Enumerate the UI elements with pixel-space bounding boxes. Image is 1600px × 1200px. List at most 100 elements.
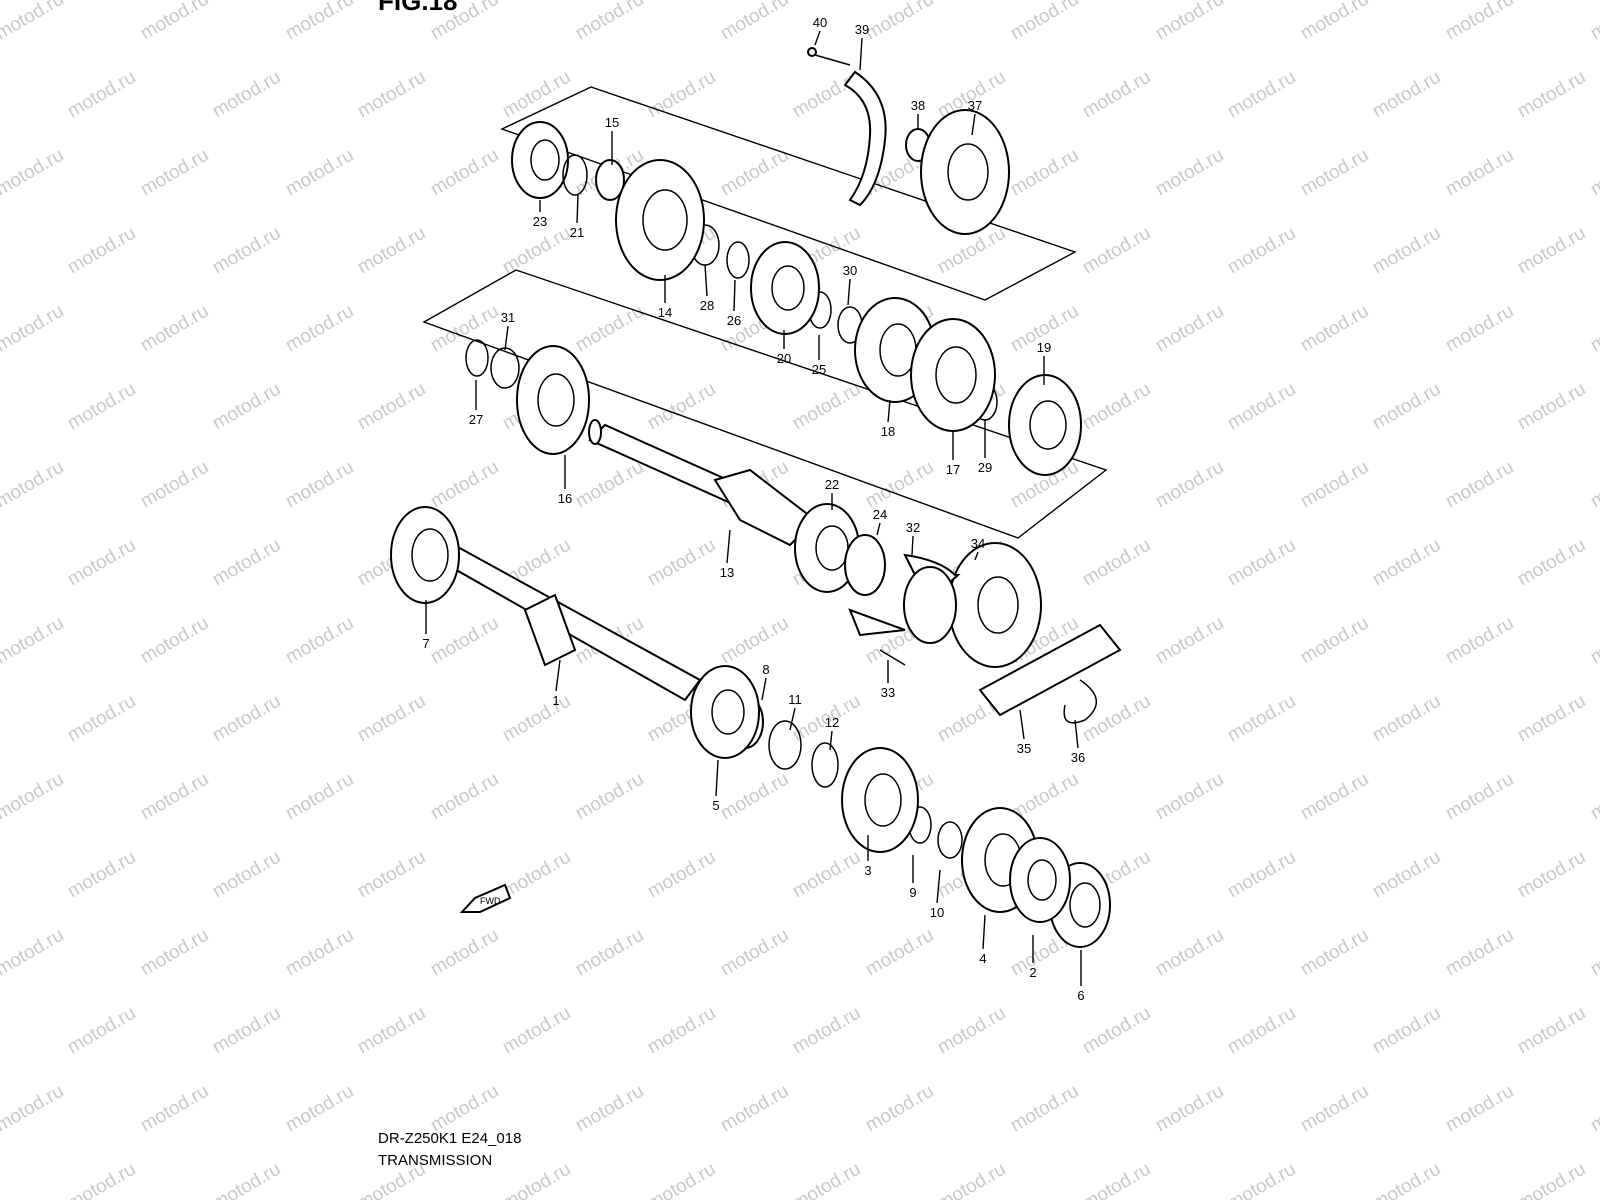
- callout-number: 16: [558, 491, 572, 506]
- callout-number: 8: [762, 662, 769, 677]
- watermark: motod.ru: [1152, 1081, 1227, 1137]
- watermark: motod.ru: [934, 1159, 1009, 1200]
- callout-number: 6: [1077, 988, 1084, 1003]
- watermark: motod.ru: [862, 0, 937, 44]
- watermark: motod.ru: [1079, 535, 1154, 591]
- watermark: motod.ru: [64, 67, 139, 123]
- callout-number: 14: [658, 305, 672, 320]
- watermark: motod.ru: [1007, 0, 1082, 44]
- callout-number: 37: [968, 98, 982, 113]
- callout-number: 40: [813, 15, 827, 30]
- driveshaft: [428, 533, 702, 702]
- watermark: motod.ru: [64, 223, 139, 279]
- model-code: DR-Z250K1 E24_018: [378, 1130, 521, 1147]
- callout-leader-line: [859, 37, 863, 71]
- watermark: motod.ru: [137, 925, 212, 981]
- callout-number: 13: [720, 565, 734, 580]
- watermark: motod.ru: [64, 691, 139, 747]
- watermark: motod.ru: [1152, 769, 1227, 825]
- watermark: motod.ru: [1297, 1081, 1372, 1137]
- watermark: motod.ru: [1442, 1081, 1517, 1137]
- watermark: motod.ru: [354, 1003, 429, 1059]
- watermark: motod.ru: [209, 67, 284, 123]
- watermark: motod.ru: [572, 0, 647, 44]
- watermark: motod.ru: [1514, 691, 1589, 747]
- watermark: motod.ru: [0, 769, 67, 825]
- callout-number: 10: [930, 905, 944, 920]
- watermark: motod.ru: [1514, 1003, 1589, 1059]
- watermark: motod.ru: [64, 1003, 139, 1059]
- callout-number: 12: [825, 715, 839, 730]
- watermark: motod.ru: [1514, 535, 1589, 591]
- watermark: motod.ru: [0, 301, 67, 357]
- callout-number: 19: [1037, 340, 1051, 355]
- watermark: motod.ru: [1152, 925, 1227, 981]
- watermark: motod.ru: [1587, 1081, 1600, 1137]
- watermark: motod.ru: [282, 0, 357, 44]
- watermark: motod.ru: [572, 1081, 647, 1137]
- watermark: motod.ru: [572, 301, 647, 357]
- watermark: motod.ru: [1007, 145, 1082, 201]
- callout-layer: 1234567891011121314151617181920212223242…: [422, 15, 1085, 1003]
- watermark: motod.ru: [1297, 0, 1372, 44]
- watermark: motod.ru: [1587, 301, 1600, 357]
- watermark: motod.ru: [1442, 0, 1517, 44]
- callout-number: 36: [1071, 750, 1085, 765]
- watermark: motod.ru: [0, 145, 67, 201]
- watermark: motod.ru: [137, 145, 212, 201]
- watermark: motod.ru: [1442, 769, 1517, 825]
- watermark: motod.ru: [0, 1081, 67, 1137]
- watermark: motod.ru: [354, 67, 429, 123]
- misc-parts: FWD: [459, 47, 1122, 913]
- watermark: motod.ru: [209, 535, 284, 591]
- watermark: motod.ru: [354, 847, 429, 903]
- watermark: motod.ru: [1079, 691, 1154, 747]
- watermark: motod.ru: [1297, 457, 1372, 513]
- watermark: motod.ru: [1152, 0, 1227, 44]
- watermark: motod.ru: [1587, 613, 1600, 669]
- callout-leader-line: [761, 677, 767, 701]
- watermark: motod.ru: [427, 613, 502, 669]
- callout-number: 26: [727, 313, 741, 328]
- callout-number: 32: [906, 520, 920, 535]
- watermark: motod.ru: [862, 925, 937, 981]
- watermark: motod.ru: [1369, 535, 1444, 591]
- watermark: motod.ru: [282, 145, 357, 201]
- watermark: motod.ru: [789, 847, 864, 903]
- gears: [516, 109, 1082, 923]
- callout-number: 27: [469, 412, 483, 427]
- watermark: motod.ru: [209, 1003, 284, 1059]
- callout-number: 31: [501, 310, 515, 325]
- watermark: motod.ru: [499, 847, 574, 903]
- watermark: motod.ru: [64, 379, 139, 435]
- callout-leader-line: [974, 551, 979, 561]
- watermark: motod.ru: [0, 0, 67, 44]
- watermark: motod.ru: [572, 925, 647, 981]
- watermark: motod.ru: [1152, 145, 1227, 201]
- watermark: motod.ru: [1224, 223, 1299, 279]
- watermark: motod.ru: [1297, 925, 1372, 981]
- watermark: motod.ru: [1369, 691, 1444, 747]
- watermark: motod.ru: [1514, 67, 1589, 123]
- watermark: motod.ru: [354, 223, 429, 279]
- watermark: motod.ru: [789, 1003, 864, 1059]
- watermark: motod.ru: [1224, 691, 1299, 747]
- callout-number: 5: [712, 798, 719, 813]
- watermark: motod.ru: [499, 67, 574, 123]
- watermark: motod.ru: [499, 1003, 574, 1059]
- watermark: motod.ru: [499, 223, 574, 279]
- watermark: motod.ru: [282, 769, 357, 825]
- watermark: motod.ru: [1079, 1003, 1154, 1059]
- watermark: motod.ru: [644, 67, 719, 123]
- watermark: motod.ru: [427, 925, 502, 981]
- watermark: motod.ru: [427, 301, 502, 357]
- fwd-label: FWD: [480, 896, 501, 906]
- figure-title: FIG.18: [378, 0, 457, 16]
- watermark: motod.ru: [64, 535, 139, 591]
- watermark: motod.ru: [427, 457, 502, 513]
- watermark: motod.ru: [1442, 301, 1517, 357]
- callout-leader-line: [1019, 709, 1025, 740]
- watermark: motod.ru: [282, 457, 357, 513]
- callout-leader-line: [576, 194, 579, 224]
